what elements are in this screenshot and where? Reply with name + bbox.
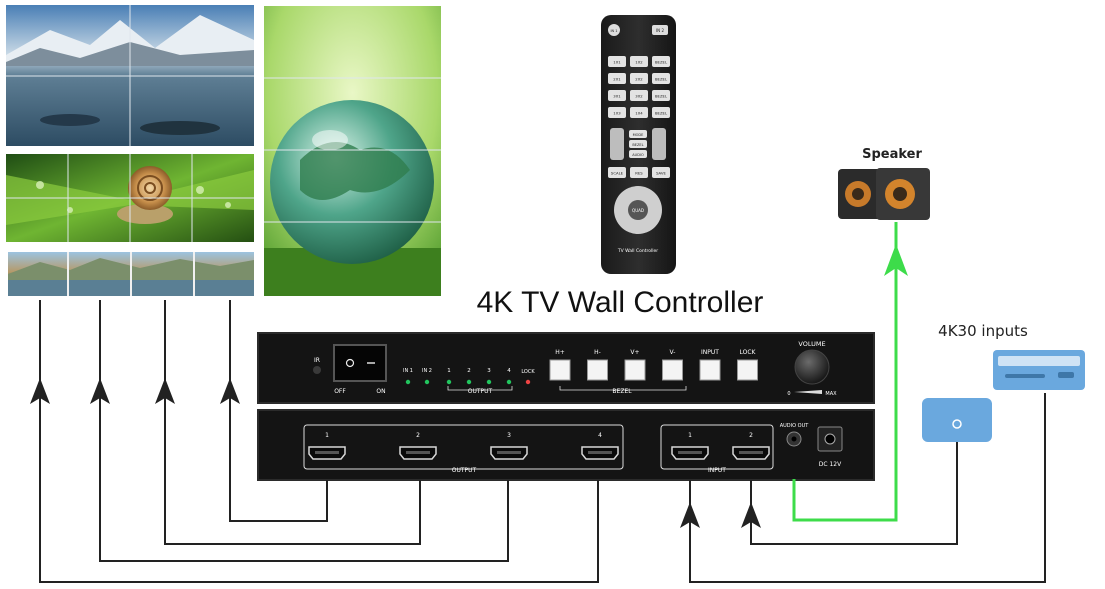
front-button[interactable] xyxy=(550,360,570,380)
remote-button-label: 2X2 xyxy=(635,77,643,82)
volume-label: VOLUME xyxy=(798,340,825,348)
remote-button-label: IN 1 xyxy=(611,29,618,33)
remote-button-label: SCALE xyxy=(611,171,624,176)
remote-button-label: 1X2 xyxy=(635,60,643,65)
volume-min-label: 0 xyxy=(787,391,790,397)
front-button-label: INPUT xyxy=(701,349,719,356)
power-switch[interactable] xyxy=(334,345,386,381)
rear-panel: 1 2 3 4 OUTPUT 1 2 INPUT AUDIO OUT DC 12V xyxy=(258,410,874,480)
front-button[interactable] xyxy=(663,360,683,380)
inputs-label: 4K30 inputs xyxy=(938,322,1028,340)
speaker-pair: Speaker xyxy=(838,147,930,220)
front-button[interactable] xyxy=(738,360,758,380)
remote-footer: TV Wall Controller xyxy=(617,248,658,254)
front-button-label: H- xyxy=(594,349,601,356)
remote-control: IN 2IN 1 1X11X2BEZEL2X12X2BEZEL3X13X2BEZ… xyxy=(601,15,676,274)
dc-label: DC 12V xyxy=(819,461,842,468)
audio-out-label: AUDIO OUT xyxy=(780,423,810,429)
hdmi-input-port[interactable] xyxy=(733,447,769,459)
remote-button-label: BEZEL xyxy=(655,60,668,65)
output-led-number-label: 4 xyxy=(507,368,511,374)
input-port-number-label: 1 xyxy=(688,432,692,439)
remote-button-label: 3X2 xyxy=(635,94,643,99)
led-output xyxy=(507,380,511,384)
remote-button-label: 3X1 xyxy=(613,94,621,99)
output-port-number-label: 4 xyxy=(598,432,602,439)
led-output xyxy=(467,380,471,384)
led-output xyxy=(447,380,451,384)
ir-sensor xyxy=(313,366,321,374)
output-port-number-label: 2 xyxy=(416,432,420,439)
remote-button-label: 1X3 xyxy=(613,111,621,116)
hdmi-output-port[interactable] xyxy=(309,447,345,459)
output-led-number-label: 2 xyxy=(467,368,471,374)
source-dvd-player xyxy=(993,350,1085,390)
remote-button-label: BEZEL xyxy=(655,94,668,99)
front-button-label: V+ xyxy=(630,349,639,356)
remote-rocker-right[interactable] xyxy=(652,128,666,160)
led-in1 xyxy=(406,380,410,384)
output-led-number-label: 1 xyxy=(447,368,451,374)
bezel-group-label: BEZEL xyxy=(612,388,632,395)
hdmi-output-port[interactable] xyxy=(491,447,527,459)
front-panel: IR OFF ON IN 1 IN 2 1 2 3 4 OUTPUT LOCK H+ H… xyxy=(258,333,874,403)
led-in2 xyxy=(425,380,429,384)
remote-button-label: MODE xyxy=(633,133,644,137)
remote-button-label: 1X4 xyxy=(635,111,643,116)
speaker-label: Speaker xyxy=(862,147,922,162)
volume-knob[interactable] xyxy=(795,350,829,384)
hdmi-output-port[interactable] xyxy=(582,447,618,459)
remote-rocker-left[interactable] xyxy=(610,128,624,160)
remote-button-label: AUDIO xyxy=(632,153,644,157)
output-port-number-label: 1 xyxy=(325,432,329,439)
output-arrows xyxy=(30,378,240,404)
video-wall-snail xyxy=(6,154,254,242)
led-output xyxy=(487,380,491,384)
remote-button-label: RES xyxy=(635,171,643,176)
input-port-number-label: 2 xyxy=(749,432,753,439)
front-output-group-label: OUTPUT xyxy=(468,388,493,395)
remote-button-label: 1X1 xyxy=(613,60,621,65)
in2-label: IN 2 xyxy=(422,368,432,374)
remote-button-label: BEZEL xyxy=(632,143,643,147)
lock-indicator-label: LOCK xyxy=(521,369,535,375)
ir-label: IR xyxy=(314,357,320,364)
off-label: OFF xyxy=(334,388,346,395)
hdmi-output-port[interactable] xyxy=(400,447,436,459)
front-button-label: LOCK xyxy=(740,349,757,356)
remote-dpad-center-label: QUAD xyxy=(632,208,644,213)
remote-button-label: BEZEL xyxy=(655,111,668,116)
on-label: ON xyxy=(376,388,385,395)
remote-button-label: IN 2 xyxy=(656,28,664,33)
front-button-label: H+ xyxy=(555,349,565,356)
rear-input-group-label: INPUT xyxy=(708,467,726,474)
output-port-number-label: 3 xyxy=(507,432,511,439)
remote-button-label: 2X1 xyxy=(613,77,621,82)
remote-button-label: BEZEL xyxy=(655,77,668,82)
hdmi-input-port[interactable] xyxy=(672,447,708,459)
input-arrows xyxy=(680,502,761,528)
video-wall-panorama xyxy=(8,252,254,296)
output-led-number-label: 3 xyxy=(487,368,491,374)
remote-button-label: SAVE xyxy=(656,171,666,176)
diagram-title: 4K TV Wall Controller xyxy=(477,286,764,319)
rear-output-group-label: OUTPUT xyxy=(452,467,477,474)
front-button[interactable] xyxy=(625,360,645,380)
video-wall-mountain-lake xyxy=(6,5,254,146)
led-lock xyxy=(526,380,530,384)
video-wall-globe xyxy=(264,6,441,296)
in1-label: IN 1 xyxy=(403,368,413,374)
volume-max-label: MAX xyxy=(825,391,837,397)
source-media-box xyxy=(922,398,992,442)
front-button[interactable] xyxy=(588,360,608,380)
front-button-label: V- xyxy=(670,349,676,356)
front-button[interactable] xyxy=(700,360,720,380)
